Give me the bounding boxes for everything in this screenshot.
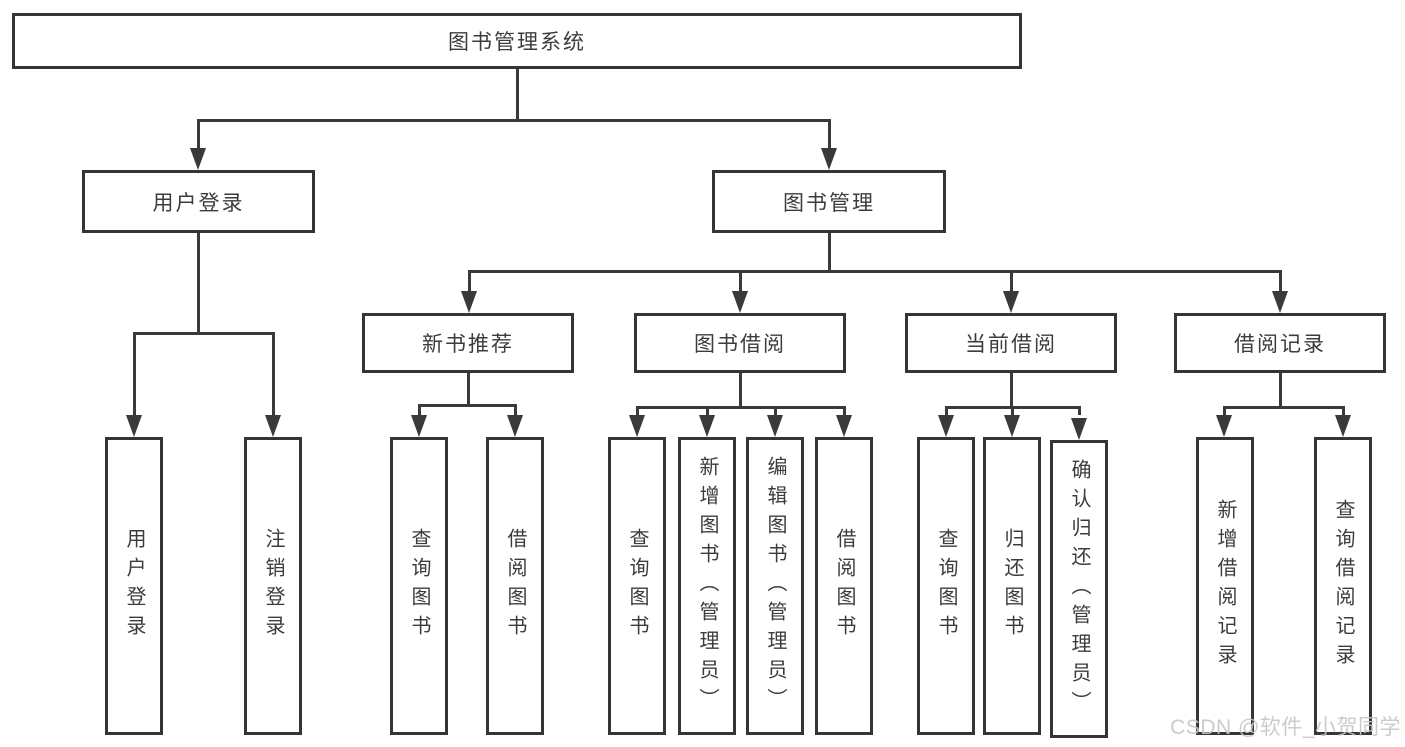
arrowhead-down-book-management [821, 148, 837, 170]
connector-drop [636, 406, 639, 415]
connector-drop-leaf-logout [272, 332, 275, 415]
leaf-label: 借阅图书 [504, 528, 526, 644]
arrowhead-down [629, 415, 645, 437]
leaf-logout: 注销登录 [244, 437, 302, 735]
connector-drop-bookborrow [739, 270, 742, 292]
node-new-book-recommend: 新书推荐 [362, 313, 574, 373]
connector-drop [774, 406, 777, 415]
node-label: 图书管理系统 [448, 31, 586, 54]
leaf-label: 用户登录 [123, 528, 145, 644]
connector-bookborrow-hbar [636, 406, 844, 409]
leaf-label: 新增借阅记录 [1214, 499, 1236, 673]
leaf-label: 归还图书 [1001, 528, 1023, 644]
arrowhead-down [1004, 415, 1020, 437]
connector-bookborrow-stub [739, 373, 742, 408]
arrowhead-down [1071, 418, 1087, 440]
node-label: 借阅记录 [1234, 333, 1326, 356]
connector-drop-book-management [828, 119, 831, 151]
leaf-label: 编辑图书（管理员） [764, 455, 786, 717]
arrowhead-down [767, 415, 783, 437]
leaf-edit-books-admin: 编辑图书（管理员） [746, 437, 804, 735]
arrowhead-down-records [1272, 291, 1288, 313]
arrowhead-down [507, 415, 523, 437]
leaf-label: 查询图书 [408, 528, 430, 644]
leaf-label: 借阅图书 [833, 528, 855, 644]
leaf-return-books: 归还图书 [983, 437, 1041, 735]
connector-recommend-hbar [418, 404, 516, 407]
leaf-query-books-recommend: 查询图书 [390, 437, 448, 735]
leaf-add-borrow-record: 新增借阅记录 [1196, 437, 1254, 735]
node-label: 用户登录 [152, 191, 245, 215]
arrowhead-down-leaf-logout [265, 415, 281, 437]
leaf-query-borrow-record: 查询借阅记录 [1314, 437, 1372, 735]
connector-drop [418, 404, 421, 415]
connector-userlogin-stub [197, 233, 200, 334]
connector-drop [706, 406, 709, 415]
leaf-confirm-return-admin: 确认归还（管理员） [1050, 440, 1108, 738]
node-book-management: 图书管理 [712, 170, 946, 233]
connector-drop [1223, 406, 1226, 415]
arrowhead-down-leaf-login [126, 415, 142, 437]
node-label: 图书管理 [783, 191, 875, 215]
connector-userlogin-hbar [133, 332, 274, 335]
leaf-label: 查询图书 [626, 528, 648, 644]
connector-records-stub [1279, 373, 1282, 408]
arrowhead-down-currentborrow [1003, 291, 1019, 313]
node-current-borrow: 当前借阅 [905, 313, 1117, 373]
leaf-borrow-books-recommend: 借阅图书 [486, 437, 544, 735]
connector-drop [945, 406, 948, 415]
connector-drop [1011, 406, 1014, 415]
arrowhead-down [938, 415, 954, 437]
arrowhead-down [1335, 415, 1351, 437]
connector-drop-records [1279, 270, 1282, 292]
arrowhead-down [1216, 415, 1232, 437]
csdn-watermark: CSDN @软件_小贺同学 [1170, 716, 1401, 739]
arrowhead-down [836, 415, 852, 437]
connector-currentborrow-stub [1010, 373, 1013, 408]
leaf-user-login: 用户登录 [105, 437, 163, 735]
arrowhead-down-recommend [461, 291, 477, 313]
connector-root-stub [516, 68, 519, 120]
leaf-add-books-admin: 新增图书（管理员） [678, 437, 736, 735]
leaf-query-books-current: 查询图书 [917, 437, 975, 735]
node-root-library-system: 图书管理系统 [12, 13, 1022, 69]
connector-drop [1342, 406, 1345, 415]
node-label: 当前借阅 [965, 333, 1057, 356]
leaf-borrow-books: 借阅图书 [815, 437, 873, 735]
arrowhead-down-bookborrow [732, 291, 748, 313]
leaf-label: 新增图书（管理员） [696, 455, 718, 717]
arrowhead-down [411, 415, 427, 437]
node-user-login: 用户登录 [82, 170, 315, 233]
connector-drop-leaf-login [133, 332, 136, 415]
leaf-label: 确认归还（管理员） [1068, 458, 1090, 720]
connector-root-hbar [197, 119, 830, 122]
connector-drop-currentborrow [1010, 270, 1013, 292]
connector-drop-user-login [197, 119, 200, 151]
node-borrow-records: 借阅记录 [1174, 313, 1386, 373]
connector-recommend-stub [467, 373, 470, 406]
leaf-label: 注销登录 [262, 528, 284, 644]
leaf-label: 查询借阅记录 [1332, 499, 1354, 673]
node-label: 图书借阅 [694, 333, 786, 356]
node-book-borrow: 图书借阅 [634, 313, 846, 373]
arrowhead-down [699, 415, 715, 437]
arrowhead-down-user-login [190, 148, 206, 170]
connector-drop [843, 406, 846, 415]
leaf-label: 查询图书 [935, 528, 957, 644]
leaf-query-books-borrow: 查询图书 [608, 437, 666, 735]
connector-drop-recommend [468, 270, 471, 292]
connector-drop [514, 404, 517, 415]
connector-bookmgmt-hbar [468, 270, 1281, 273]
connector-bookmgmt-stub [828, 233, 831, 272]
connector-records-hbar [1223, 406, 1344, 409]
connector-drop [1078, 406, 1081, 415]
node-label: 新书推荐 [422, 333, 514, 356]
